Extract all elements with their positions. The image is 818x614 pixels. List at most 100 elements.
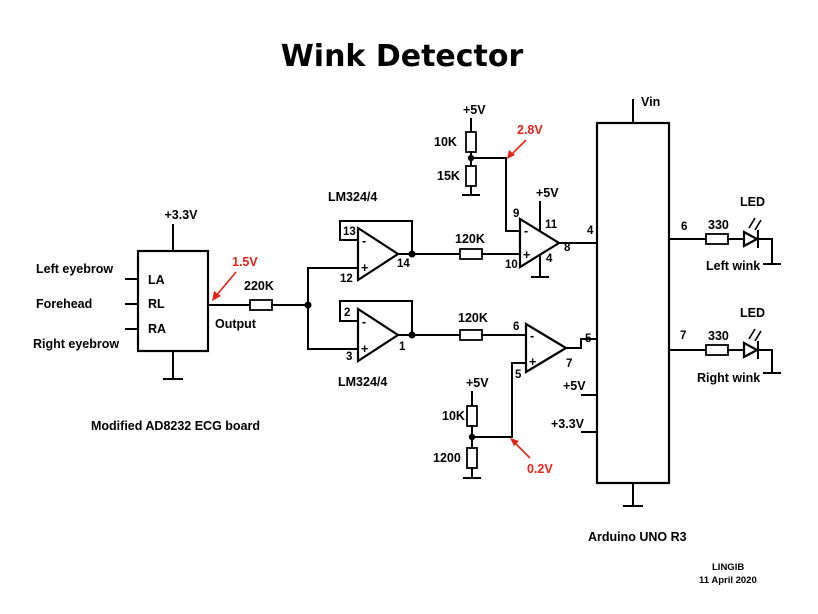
led-right-caption: Right wink: [697, 371, 760, 385]
arduino-name: Arduino UNO R3: [588, 530, 687, 544]
buffer-top-minus: -: [362, 234, 366, 248]
arduino-pin-6: 6: [681, 221, 687, 233]
arduino-pin-5: 5: [585, 333, 592, 345]
ecg-output-label: Output: [215, 317, 257, 331]
comparator-bottom-pin-6: 6: [513, 321, 519, 333]
divider-top-voltage-arrow: [510, 139, 527, 156]
buffer-top-pin-13: 13: [343, 226, 356, 238]
ecg-board-box: [136, 249, 210, 353]
arduino-vin-label: Vin: [641, 95, 660, 109]
buffer-top-opamp: [356, 225, 401, 283]
ecg-pin-la: LA: [148, 273, 165, 287]
divider-top-voltage-arrowhead: [507, 150, 515, 159]
led-left-ray-2: [754, 219, 762, 231]
schematic-title: Wink Detector: [281, 39, 524, 74]
buffer-bottom-pin-3: 3: [346, 351, 352, 363]
arduino-33v-label: +3.3V: [551, 417, 585, 431]
date-label: 11 April 2020: [699, 575, 757, 586]
input-forehead: Forehead: [36, 297, 92, 311]
resistor-120k-top-label: 120K: [455, 232, 485, 246]
ecg-voltage-arrow: [215, 271, 237, 297]
resistor-120k-bottom: [459, 329, 483, 341]
divider-bottom-r-10k-label: 10K: [442, 409, 465, 423]
divider-top-r-10k: [465, 131, 477, 153]
divider-bottom-supply-label: +5V: [466, 376, 489, 390]
divider-bottom-r-10k: [466, 405, 478, 427]
divider-top-supply-label: +5V: [463, 103, 486, 117]
buffer-bottom-output-dot: [408, 331, 416, 339]
comparator-bottom: 120K - + 6 5 7 +5V 10K 1200 0.2V: [433, 311, 598, 479]
divider-bottom-voltage-arrowhead: [510, 438, 519, 446]
ecg-output-voltage: 1.5V: [232, 255, 258, 269]
buffer-bottom-pin-2: 2: [344, 307, 350, 319]
comparator-bottom-opamp: [524, 322, 569, 374]
input-left-eyebrow: Left eyebrow: [36, 262, 113, 276]
divider-top-voltage: 2.8V: [517, 123, 543, 137]
comparator-top-pin-8: 8: [564, 242, 571, 254]
led-right-circuit: 330 LED Right wink: [668, 306, 781, 385]
led-right-ray-1: [748, 328, 756, 340]
arduino-box: [595, 121, 671, 485]
ecg-voltage-arrowhead: [212, 291, 221, 301]
buffer-bottom-opamp: [356, 306, 401, 364]
led-left-caption: Left wink: [706, 259, 760, 273]
comparator-bottom-pin-5: 5: [515, 369, 522, 381]
led-right-ray-2: [754, 330, 762, 342]
led-right-diode: [742, 341, 760, 359]
comparator-top-plus: +: [523, 248, 530, 262]
buffer-top-plus: +: [361, 261, 368, 275]
buffer-bottom: - + LM324/4 2 3 1: [307, 300, 461, 389]
divider-bottom-r-1200-label: 1200: [433, 451, 461, 465]
ecg-pin-ra: RA: [148, 322, 166, 336]
led-left-label: LED: [740, 195, 765, 209]
comparator-top-pin-9: 9: [513, 208, 519, 220]
led-left-ray-1: [748, 217, 756, 229]
resistor-120k-bottom-label: 120K: [458, 311, 488, 325]
comparator-bottom-pin-7: 7: [566, 358, 572, 370]
comparator-top-vcc-label: +5V: [536, 186, 559, 200]
arduino-board: Vin 4 5 +5V +3.3V Arduino UNO R3 6 7: [551, 95, 687, 544]
buffer-top-output-dot: [408, 250, 416, 258]
buffer-top-pin-12: 12: [340, 273, 353, 285]
ecg-supply-label: +3.3V: [164, 208, 198, 222]
divider-bottom-voltage-arrow: [513, 441, 531, 459]
led-left-resistor: [705, 233, 729, 245]
divider-top-r-15k-label: 15K: [437, 169, 460, 183]
buffer-bottom-pin-1: 1: [399, 341, 406, 353]
led-left-resistor-label: 330: [708, 218, 729, 232]
buffer-bottom-minus: -: [362, 315, 366, 329]
led-right-label: LED: [740, 306, 765, 320]
led-right-resistor-label: 330: [708, 329, 729, 343]
ecg-pin-rl: RL: [148, 297, 165, 311]
resistor-220k-label: 220K: [244, 279, 274, 293]
comparator-bottom-minus: -: [530, 329, 534, 343]
arduino-pin-4: 4: [587, 225, 594, 237]
divider-bottom-voltage: 0.2V: [527, 462, 553, 476]
comparator-top-pin-4: 4: [546, 253, 553, 265]
ecg-board-caption: Modified AD8232 ECG board: [91, 419, 260, 433]
ecg-board: +3.3V LA RL RA Left eyebrow Forehead Rig…: [33, 208, 260, 433]
arduino-pin-7: 7: [680, 330, 686, 342]
divider-top-r-15k: [465, 165, 477, 187]
divider-bottom-r-1200: [466, 447, 478, 469]
comparator-top-pin-10: 10: [505, 259, 518, 271]
comparator-top-pin-11: 11: [545, 219, 558, 231]
comparator-top-minus: -: [524, 224, 528, 238]
buffer-bottom-label: LM324/4: [338, 375, 387, 389]
divider-top-r-10k-label: 10K: [434, 135, 457, 149]
buffer-top-pin-14: 14: [397, 258, 410, 270]
buffer-top-label: LM324/4: [328, 190, 377, 204]
resistor-120k-top: [459, 248, 483, 260]
comparator-top: 120K - + 9 10 8 +5V 11 4 +5V 10K 15K 2.8…: [434, 103, 598, 278]
led-right-resistor: [705, 344, 729, 356]
input-right-eyebrow: Right eyebrow: [33, 337, 119, 351]
led-left-diode: [742, 230, 760, 248]
buffer-bottom-plus: +: [361, 342, 368, 356]
arduino-5v-label: +5V: [563, 379, 586, 393]
author-label: LINGIB: [712, 562, 744, 573]
led-left-circuit: 330 LED Left wink: [668, 195, 781, 273]
resistor-220k: [249, 299, 273, 311]
buffer-top: - + LM324/4 13 12 14: [307, 190, 461, 306]
